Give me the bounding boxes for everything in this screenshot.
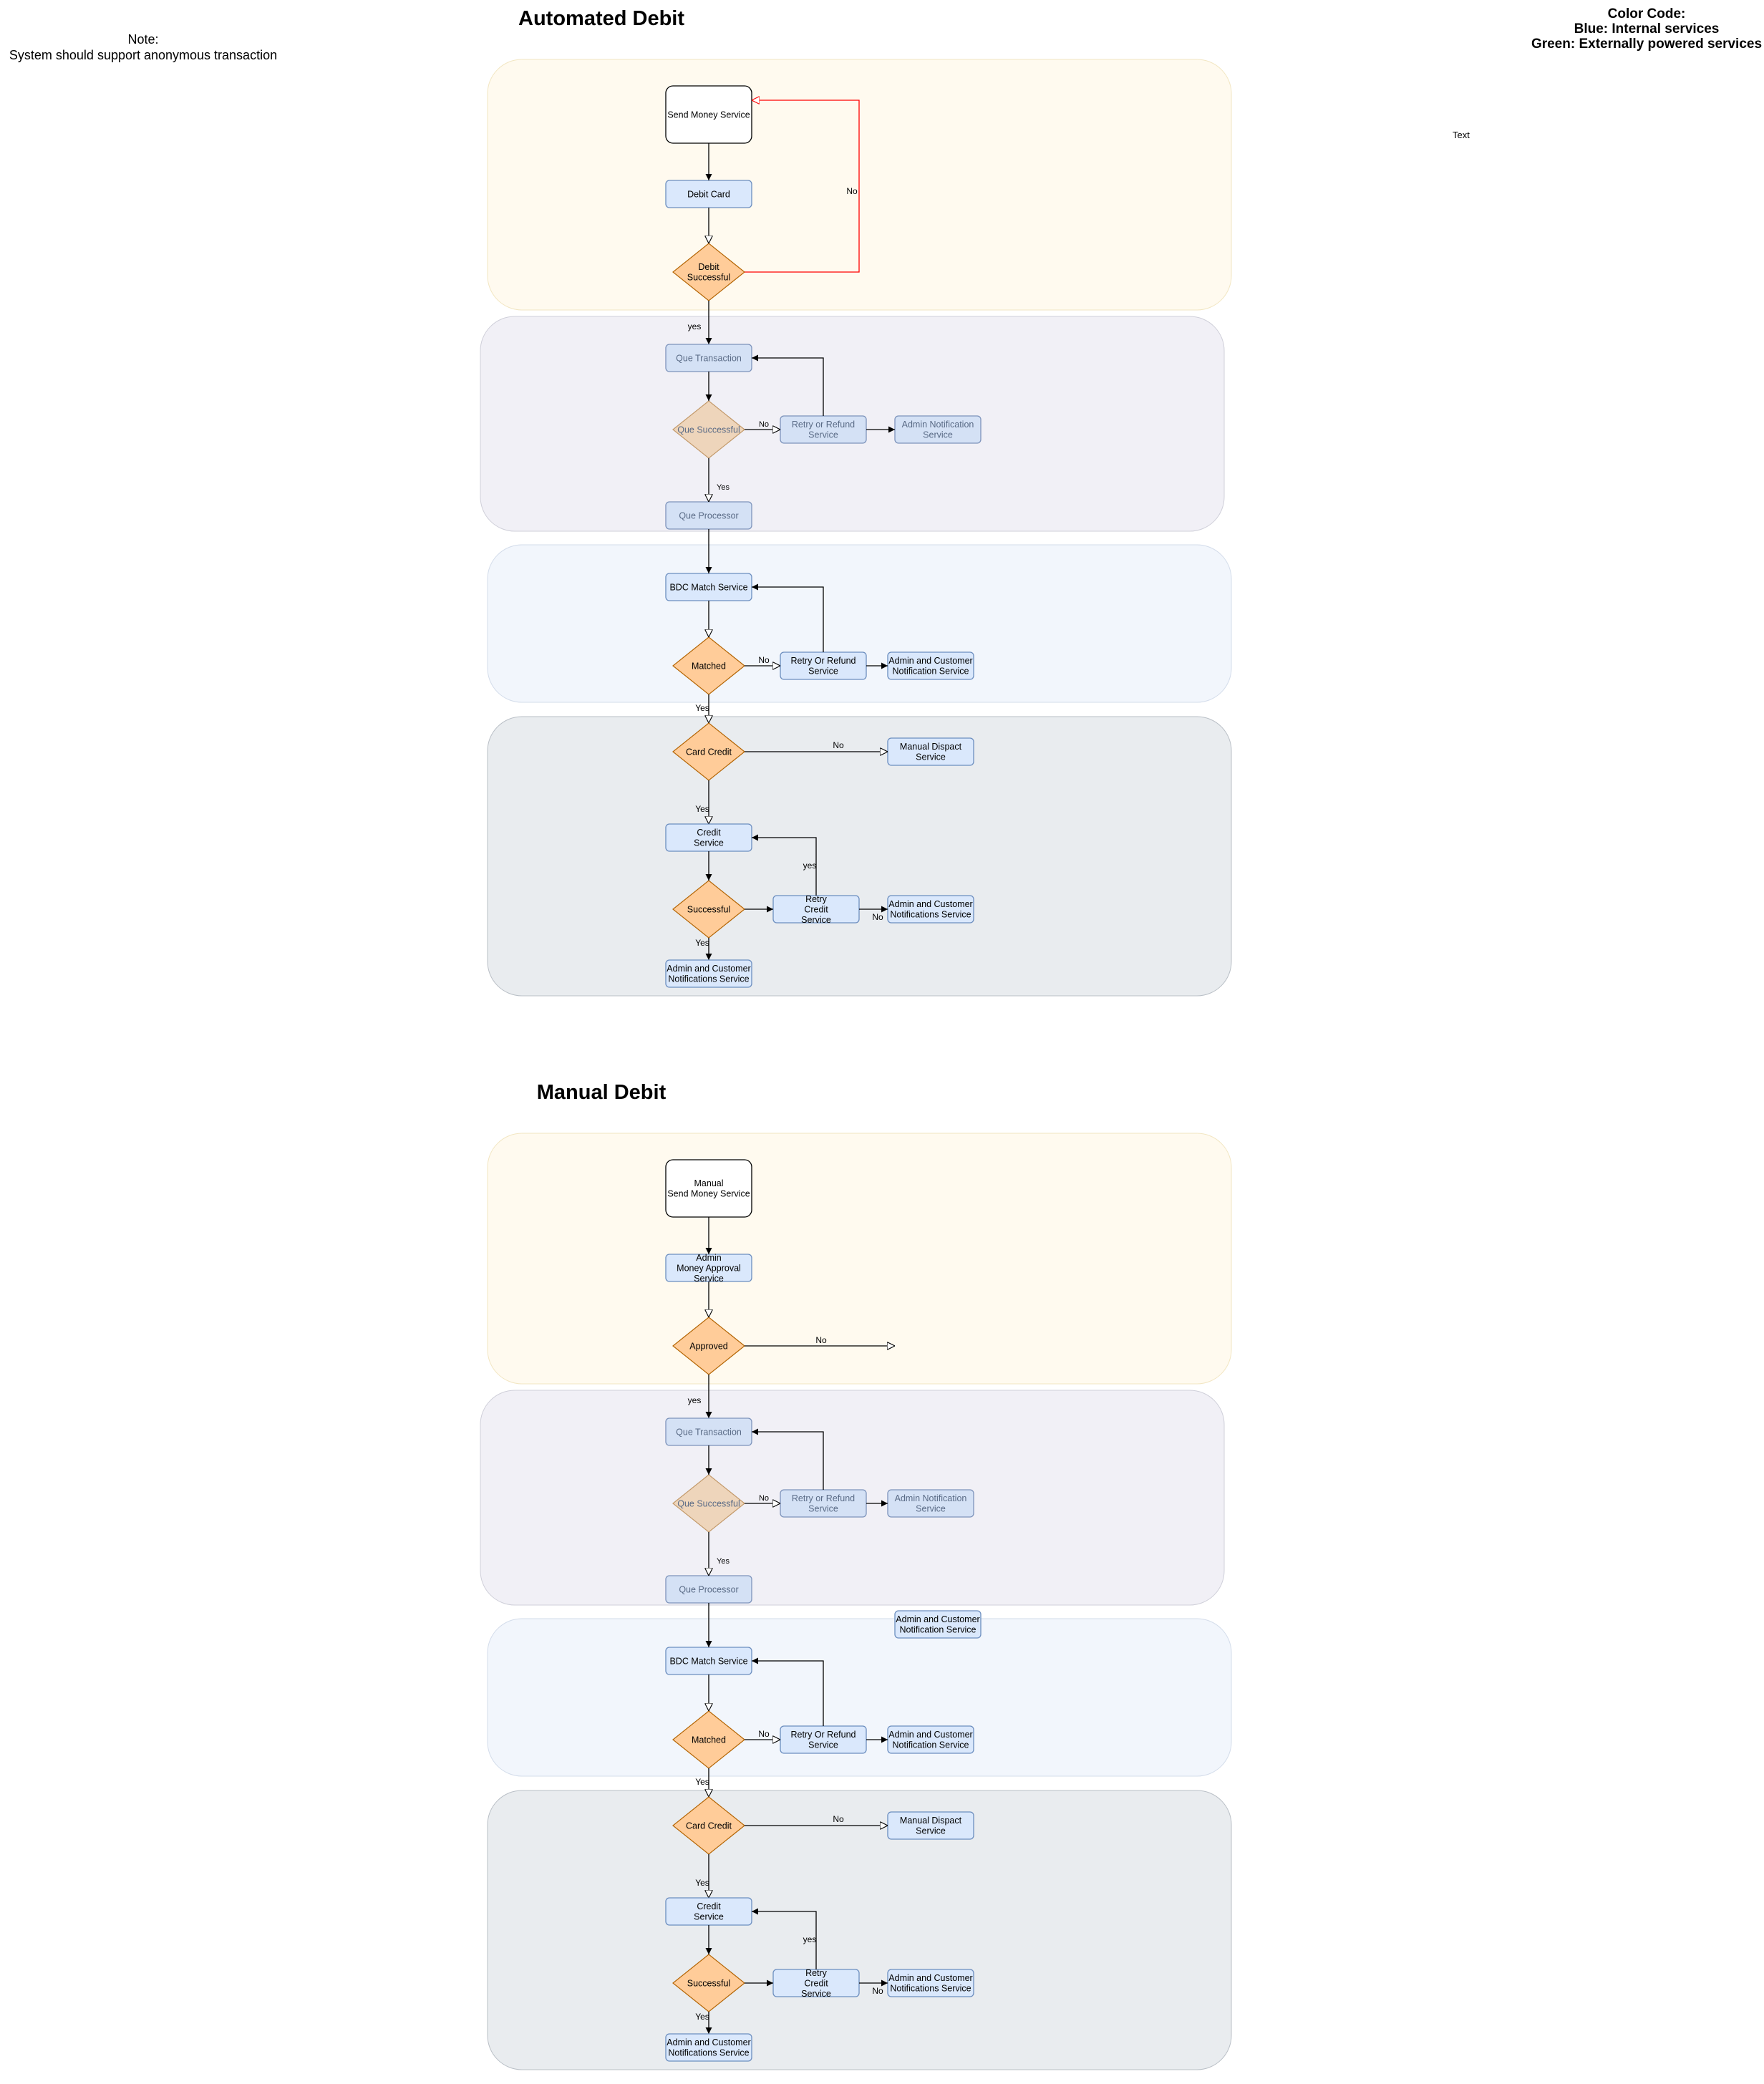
credit-decision-label: Successful	[687, 904, 730, 914]
match-decision-label: Matched	[692, 1735, 726, 1745]
label-card-yes: Yes	[695, 804, 709, 814]
label-match-no: No	[758, 1729, 770, 1739]
legend-green: Green: Externally powered services	[1531, 37, 1763, 52]
card-decision-label: Card Credit	[686, 747, 732, 757]
note-title: Note:	[127, 32, 159, 47]
label-match-yes: Yes	[695, 1777, 709, 1787]
label-final-yes: Yes	[695, 2012, 709, 2022]
flow-title: Automated Debit	[518, 7, 684, 30]
legend-title: Color Code:	[1607, 6, 1686, 21]
match-node-label: BDC Match Service	[669, 1656, 747, 1666]
legend-blue: Blue: Internal services	[1574, 21, 1720, 37]
queue-processor-node-label: Que Processor	[679, 1584, 738, 1594]
label-first-yes: yes	[688, 1395, 702, 1405]
edge-match-retry	[752, 1657, 824, 1726]
label-match-yes: Yes	[695, 703, 709, 713]
final-notify-node	[665, 2033, 752, 2062]
label-match-no: No	[758, 655, 770, 665]
match-decision-label: Matched	[692, 661, 726, 671]
label-card-no: No	[833, 1814, 844, 1824]
label-queue-yes: Yes	[717, 483, 730, 492]
queue-decision-label: Que Successful	[677, 425, 740, 435]
edge-queue-retry	[752, 1428, 824, 1490]
final-notify-node	[665, 959, 752, 988]
label-rejected-no: No	[815, 1335, 827, 1345]
label-retry-yes: yes	[803, 861, 817, 871]
label-queue-no: No	[759, 1494, 769, 1503]
edge-queue-retry	[752, 354, 824, 416]
queue-processor-node-label: Que Processor	[679, 510, 738, 520]
label-retry-yes: yes	[803, 1934, 817, 1944]
label-first-yes: yes	[688, 321, 702, 331]
label-retry-no: No	[846, 186, 858, 196]
label-retry-no: No	[872, 1986, 883, 1996]
label-card-no: No	[833, 740, 844, 750]
first-decision-label: Approved	[689, 1341, 728, 1351]
label-retry-no: No	[872, 912, 883, 922]
lane-credit	[487, 1790, 1232, 2070]
lane-credit	[487, 716, 1232, 997]
queue-decision-label: Que Successful	[677, 1498, 740, 1508]
edge-retry-yes	[752, 834, 817, 896]
label-card-yes: Yes	[695, 1878, 709, 1888]
label-queue-yes: Yes	[717, 1557, 730, 1566]
note-block: Note: System should support anonymous tr…	[0, 31, 286, 63]
queue-node-label: Que Transaction	[676, 1427, 742, 1437]
flow-title: Manual Debit	[537, 1081, 667, 1104]
match-node-label: BDC Match Service	[669, 582, 747, 592]
edge-retry-yes	[752, 1908, 817, 1969]
stray-text-label: Text	[1453, 130, 1470, 140]
first-step-node-label: Debit Card	[687, 189, 730, 199]
credit-decision-label: Successful	[687, 1978, 730, 1988]
start-node-label: Send Money Service	[667, 110, 750, 120]
color-legend: Color Code: Blue: Internal services Gree…	[1496, 6, 1764, 52]
queue-node-label: Que Transaction	[676, 353, 742, 363]
edge-retry-debit	[745, 100, 860, 273]
label-queue-no: No	[759, 420, 769, 429]
edge-match-retry	[752, 583, 824, 652]
label-final-yes: Yes	[695, 938, 709, 948]
card-decision-label: Card Credit	[686, 1821, 732, 1831]
rejected-notify-node	[894, 1610, 982, 1639]
note-body: System should support anonymous transact…	[9, 48, 278, 62]
